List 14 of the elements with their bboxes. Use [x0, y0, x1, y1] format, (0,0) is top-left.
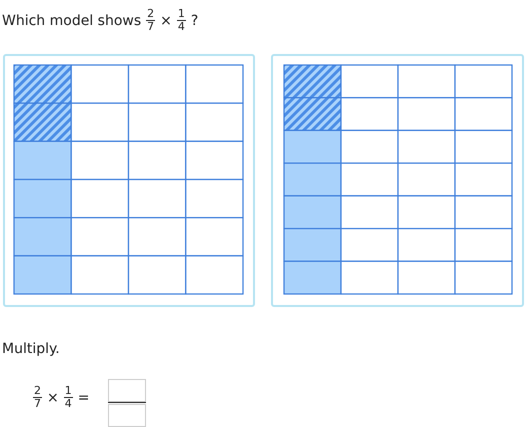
math-symbol: × — [160, 12, 172, 28]
math-symbol: ? — [190, 12, 198, 28]
math-symbol: = — [78, 390, 90, 406]
fraction-numerator: 2 — [146, 8, 156, 20]
fraction-denominator: 7 — [146, 21, 156, 33]
instruction-text: Multiply. — [2, 341, 60, 357]
fraction-numerator: 1 — [176, 8, 186, 20]
fraction-denominator: 7 — [33, 398, 42, 410]
fraction-denominator: 4 — [64, 398, 73, 410]
fraction-numerator: 2 — [33, 385, 42, 397]
math-symbol: × — [47, 390, 59, 406]
fraction-denominator: 4 — [176, 21, 186, 33]
fraction-numerator: 1 — [64, 385, 73, 397]
question-text: Which model shows — [2, 12, 142, 28]
